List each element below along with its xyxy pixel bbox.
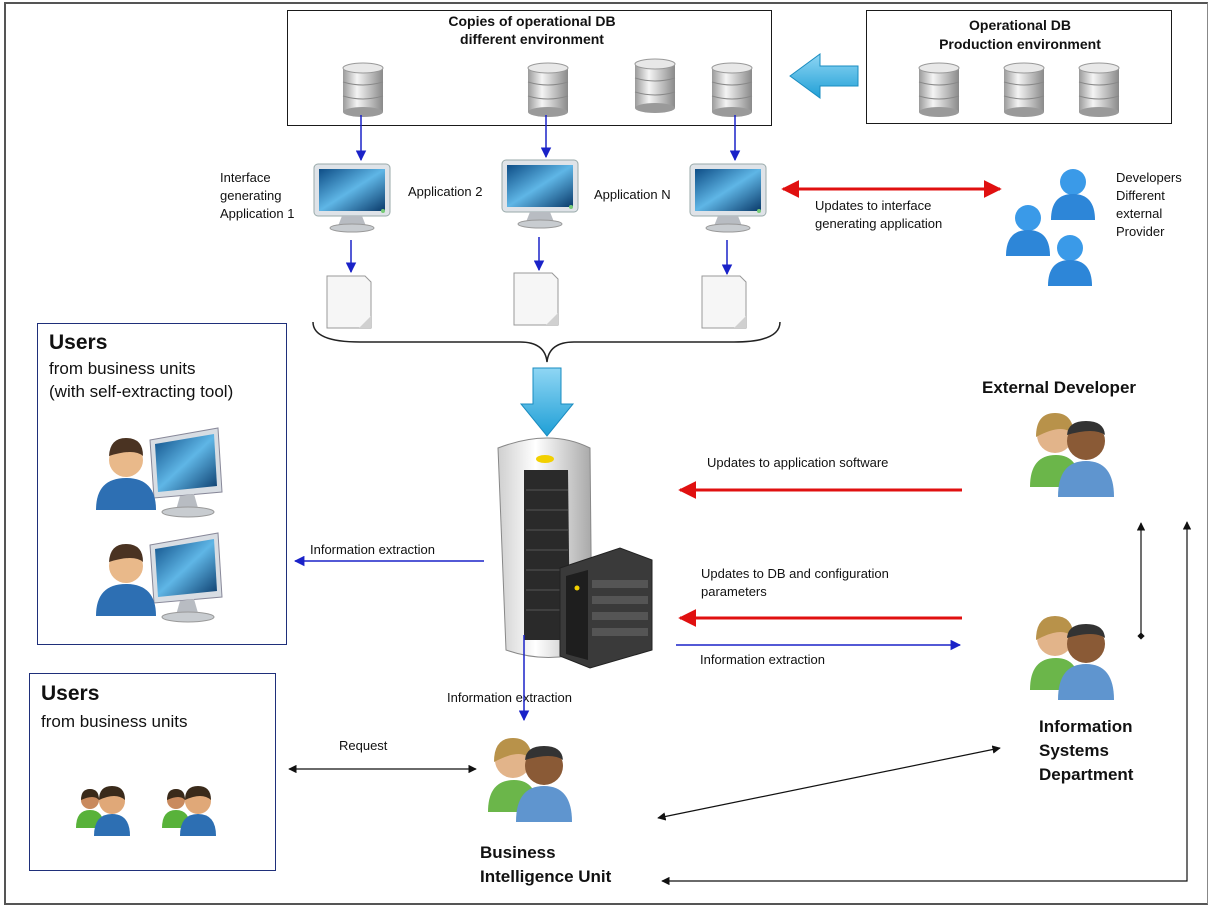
db-copy-3-icon [634, 58, 676, 114]
app2-monitor-icon [501, 159, 579, 229]
request-label: Request [339, 738, 388, 753]
biu-external-dev-arrow [661, 521, 1192, 886]
users-plain-box [29, 673, 276, 871]
info-extraction-left-label: Information extraction [310, 542, 436, 557]
external-developer-icon [1030, 413, 1114, 497]
copies-db-title-2: different environment [460, 31, 604, 47]
dev-provider-4: Provider [1116, 224, 1165, 239]
users-tool-line2: (with self-extracting tool) [49, 382, 234, 401]
user-pc-1-icon [96, 427, 223, 518]
biu-label-2: Intelligence Unit [480, 867, 612, 886]
db-copy-n-icon [711, 62, 753, 118]
user-pc-2-icon [96, 532, 223, 623]
merge-brace [312, 321, 781, 363]
business-user-2-icon [162, 786, 216, 836]
production-db-title-1: Operational DB [969, 17, 1071, 33]
biu-isd-arrow [657, 745, 1001, 821]
dev-provider-1: Developers [1116, 170, 1182, 185]
dev-provider-3: external [1116, 206, 1163, 221]
output-doc-n-icon [701, 275, 747, 329]
output-doc-2-icon [513, 272, 559, 326]
db-prod-1-icon [918, 62, 960, 118]
appn-monitor-icon [689, 163, 767, 233]
db-prod-3-icon [1078, 62, 1120, 118]
app2-label: Application 2 [408, 184, 483, 199]
load-arrow-icon [519, 367, 575, 437]
updates-interface-2: generating application [815, 216, 943, 231]
isd-people-icon [1030, 616, 1114, 700]
db-copy-2-icon [527, 62, 569, 118]
output-doc-1-icon [326, 275, 372, 329]
server-box-icon [559, 547, 653, 669]
users-plain-title: Users [41, 682, 100, 705]
developers-provider-icon [1006, 169, 1095, 286]
replication-arrow-icon [789, 53, 859, 99]
biu-label-1: Business [480, 843, 556, 862]
biu-people-icon [488, 738, 572, 822]
updates-interface-1: Updates to interface [815, 198, 932, 213]
app1-monitor-icon [313, 163, 391, 233]
production-db-title-2: Production environment [939, 36, 1101, 52]
info-extraction-down-label: Information extraction [447, 690, 573, 705]
appn-label: Application N [594, 187, 671, 202]
app1-label-2: generating [220, 188, 282, 203]
db-prod-2-icon [1003, 62, 1045, 118]
external-developer-label: External Developer [982, 378, 1137, 397]
business-user-1-icon [76, 786, 130, 836]
db-copy-1-icon [342, 62, 384, 118]
app1-label-1: Interface [220, 170, 271, 185]
users-tool-line1: from business units [49, 359, 196, 378]
diagram-frame [4, 2, 1208, 905]
users-plain-line1: from business units [41, 712, 188, 731]
updates-app-software-label: Updates to application software [707, 455, 889, 470]
users-tool-title: Users [49, 331, 108, 354]
app1-label-3: Application 1 [220, 206, 295, 221]
copies-db-title-1: Copies of operational DB [448, 13, 616, 29]
dev-provider-2: Different [1116, 188, 1165, 203]
